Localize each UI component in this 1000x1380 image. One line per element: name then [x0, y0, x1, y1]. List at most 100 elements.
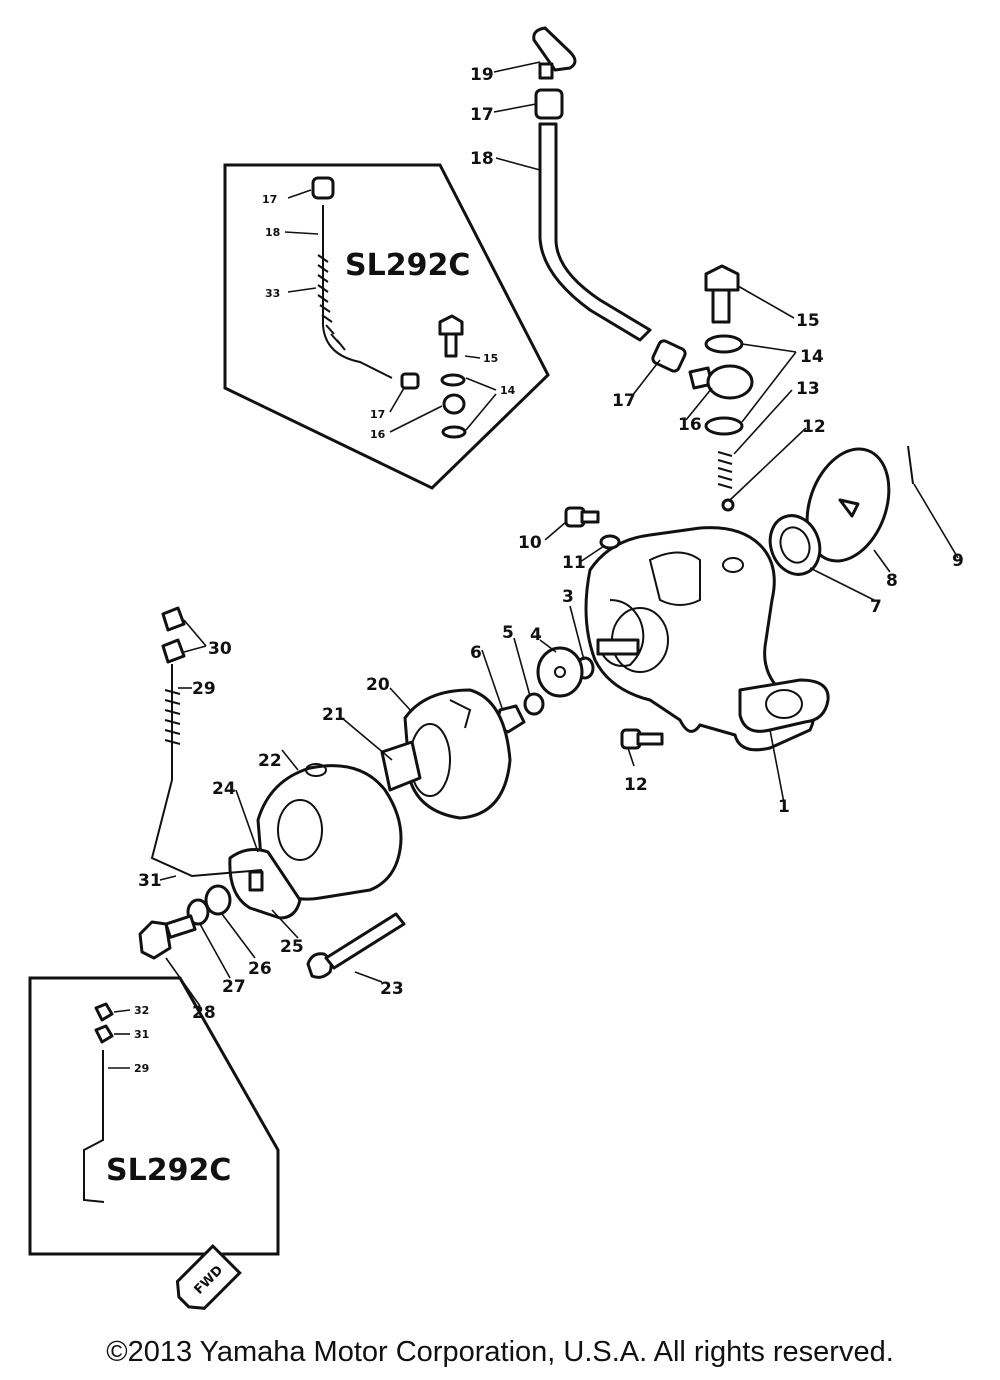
- bolt-28-shank: [164, 914, 197, 939]
- inset-washer-upper: [440, 373, 466, 387]
- washer-26: [204, 884, 232, 916]
- hose-clamp-top: [534, 88, 564, 120]
- pump-housing-detail: [599, 599, 645, 667]
- check-spring: [717, 451, 733, 489]
- callout: 12: [624, 775, 648, 795]
- lever-slot: [248, 870, 264, 892]
- inset-washer-lower: [441, 425, 467, 439]
- callout: 4: [530, 625, 542, 645]
- rod-thread: [164, 689, 181, 745]
- callout: 25: [280, 937, 304, 957]
- adjust-lever: [228, 848, 302, 920]
- callout: 15: [796, 311, 820, 331]
- hose-clamp-lower: [651, 339, 687, 373]
- cover-bore: [277, 799, 323, 861]
- callout: 14: [800, 347, 824, 367]
- callout: 7: [870, 597, 882, 617]
- callout: 17: [612, 391, 636, 411]
- inset-top-callout: 17: [262, 193, 277, 206]
- callout: 8: [886, 571, 898, 591]
- inset-bottom-title: SL292C: [106, 1153, 231, 1188]
- pulley-shaft: [380, 740, 422, 792]
- inset-banjo-fitting: [442, 393, 466, 415]
- inset-nut-31: [94, 1024, 114, 1044]
- callout: 11: [562, 553, 586, 573]
- callout: 5: [502, 623, 514, 643]
- inset-hose-cap: [311, 176, 335, 200]
- pulley: [403, 688, 512, 820]
- inset-banjo-bolt-head: [438, 314, 464, 336]
- inset-hose-fitting: [400, 372, 420, 390]
- banjo-bolt-shank: [711, 288, 731, 324]
- inset-top-callout: 17: [370, 408, 385, 421]
- callout: 6: [470, 643, 482, 663]
- oil-pump-body: [584, 526, 830, 752]
- callout: 22: [258, 751, 282, 771]
- callout: 13: [796, 379, 820, 399]
- drive-gear-4: [536, 646, 584, 698]
- inset-bottom-callout: 32: [134, 1004, 149, 1017]
- callout: 18: [470, 149, 494, 169]
- elbow-nipple: [538, 62, 554, 80]
- callout: 27: [222, 977, 246, 997]
- callout: 10: [518, 533, 542, 553]
- inset-bottom-frame: [28, 976, 280, 1256]
- pulley-slot: [449, 699, 472, 729]
- callout: 31: [138, 871, 162, 891]
- washer-lower: [704, 416, 744, 436]
- pump-fasteners: [494, 506, 664, 750]
- washer-11: [599, 534, 621, 550]
- nut-30-lower: [161, 638, 186, 664]
- callout: 24: [212, 779, 236, 799]
- bolt-12-shank: [636, 732, 664, 746]
- inset-top-frame: [223, 163, 550, 490]
- callout: 23: [380, 979, 404, 999]
- pump-outlet-port: [722, 557, 744, 573]
- inset-top-callout: 18: [265, 226, 280, 239]
- banjo-fitting: [706, 364, 754, 400]
- washer-5: [523, 692, 545, 716]
- callout: 9: [952, 551, 964, 571]
- pump-shaft: [596, 638, 640, 656]
- inset-bottom-callout: 29: [134, 1062, 149, 1075]
- inset-control-rod: [83, 1050, 105, 1203]
- gasket-hole: [765, 689, 803, 719]
- callout: 16: [678, 415, 702, 435]
- callout: 21: [322, 705, 346, 725]
- callout: 17: [470, 105, 494, 125]
- inset-top-sl292c: SL292C 17 18 33 15 14 17 16: [223, 163, 550, 490]
- oil-delivery-line: [532, 26, 754, 512]
- inset-top-callout: 15: [483, 352, 498, 365]
- oil-seal-inner: [779, 526, 811, 564]
- inset-top-callout: 16: [370, 428, 386, 441]
- gasket: [738, 678, 830, 733]
- banjo-bolt-head: [704, 264, 740, 292]
- callout: 26: [248, 959, 272, 979]
- elbow-fitting: [532, 26, 577, 72]
- pump-cover-assembly: [138, 606, 512, 979]
- check-ball: [721, 498, 735, 512]
- oil-hose: [538, 122, 652, 342]
- plate-center-hole: [838, 498, 860, 518]
- oil-seal: [768, 514, 822, 576]
- washer-upper: [704, 334, 744, 354]
- pin: [907, 445, 914, 485]
- inset-hose-spring: [317, 254, 346, 351]
- drive-plate-group: [768, 445, 914, 576]
- inset-banjo-bolt-shank: [444, 332, 458, 358]
- callout: 12: [802, 417, 826, 437]
- pump-casting-rib: [648, 551, 701, 606]
- inset-top-callout: 33: [265, 287, 280, 300]
- inset-bottom-callout: 31: [134, 1028, 149, 1041]
- fwd-arrow-icon: [175, 1243, 242, 1310]
- callout: 29: [192, 679, 216, 699]
- callout: 19: [470, 65, 494, 85]
- leader-lines: [159, 61, 959, 1007]
- inset-top-callout: 14: [500, 384, 516, 397]
- inset-hose: [322, 205, 393, 379]
- callout: 30: [208, 639, 232, 659]
- inset-top-title: SL292C: [345, 248, 470, 283]
- nut-30-upper: [161, 606, 186, 632]
- cover-boss: [305, 763, 327, 777]
